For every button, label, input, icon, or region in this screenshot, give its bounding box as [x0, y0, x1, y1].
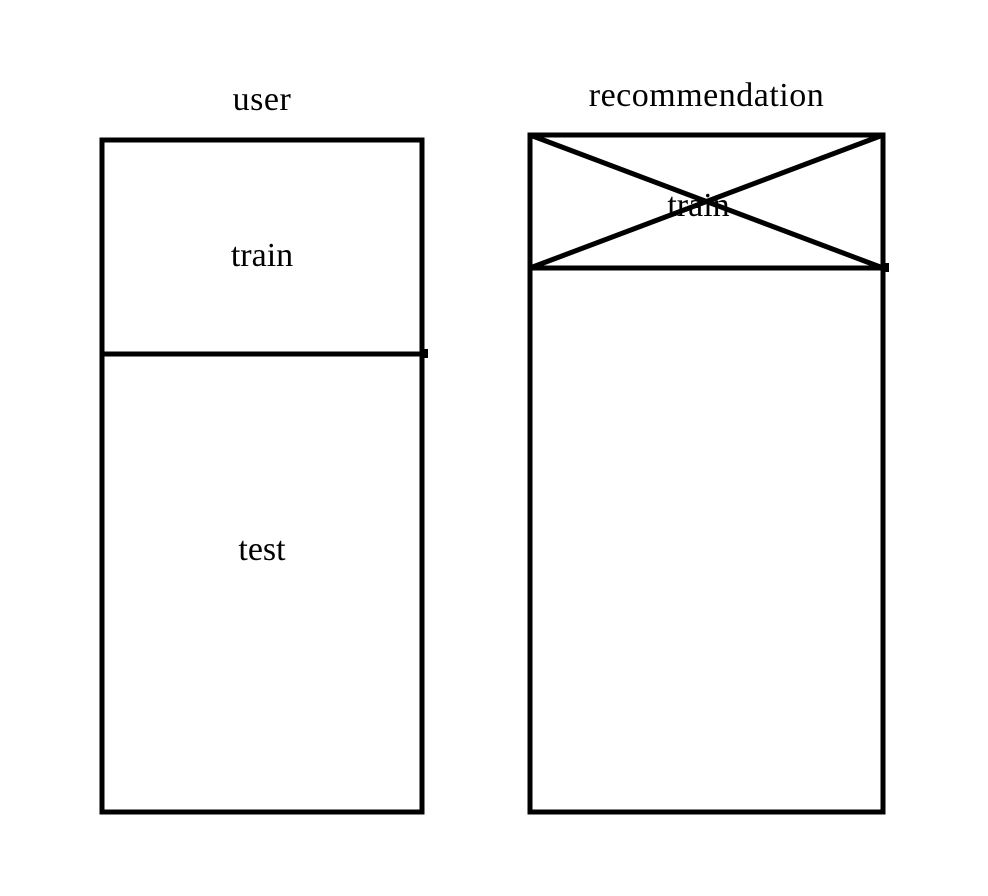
x-cross-stroke-up [529, 132, 884, 271]
user-train-section-label: train [230, 237, 294, 274]
recommendation-train-section-label: train [667, 187, 730, 224]
dot-marker-icon [420, 349, 428, 358]
recommendation-panel-title: recommendation [588, 77, 825, 114]
user-panel-title: user [232, 81, 292, 118]
recommendation-panel-group [527, 132, 889, 815]
x-cross-icon [529, 132, 884, 271]
dot-marker-icon [881, 263, 889, 272]
user-panel-group [99, 137, 428, 815]
user-test-section-label: test [238, 531, 286, 568]
user-panel-outline [99, 137, 425, 815]
recommendation-panel-outline [527, 132, 886, 815]
